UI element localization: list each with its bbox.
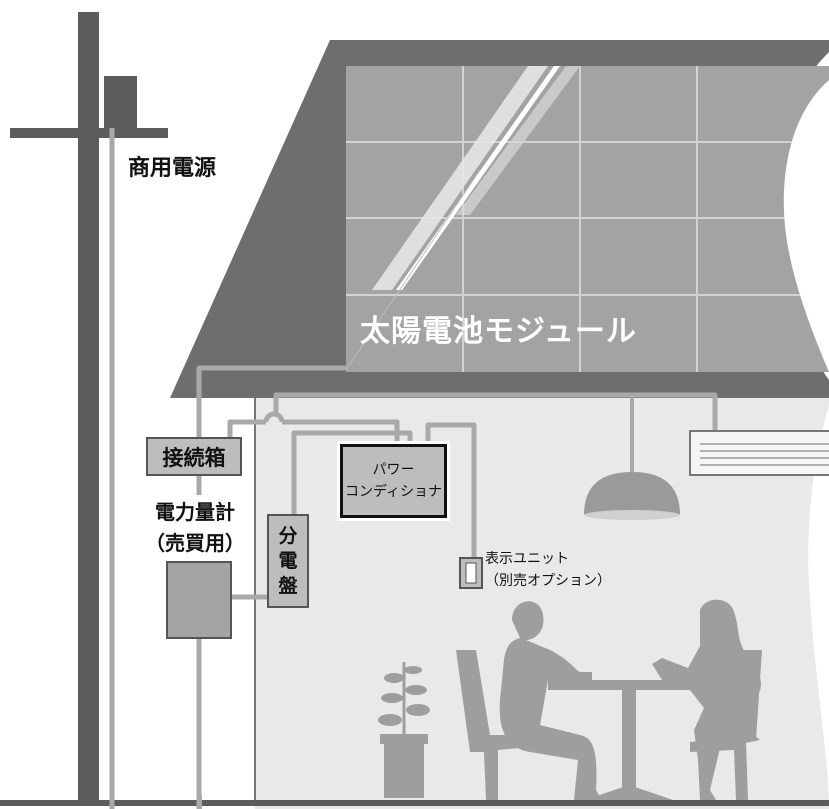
potted-plant-icon bbox=[378, 662, 430, 798]
junction-box: 接続箱 bbox=[146, 437, 242, 476]
display-unit-label: 表示ユニット （別売オプション） bbox=[485, 548, 611, 592]
power-conditioner: パワー コンディショナ bbox=[337, 441, 450, 521]
utility-pole bbox=[10, 12, 168, 802]
distribution-panel: 分 電 盤 bbox=[267, 514, 309, 608]
power-meter-label-line2: （売買用） bbox=[145, 531, 245, 555]
junction-box-label: 接続箱 bbox=[162, 445, 226, 470]
display-unit-label-line2: （別売オプション） bbox=[485, 573, 611, 589]
power-conditioner-label-line2: コンディショナ bbox=[344, 484, 443, 500]
distribution-panel-char-1: 分 bbox=[278, 524, 298, 547]
utility-power-label: 商用電源 bbox=[128, 156, 217, 181]
solar-module bbox=[346, 66, 829, 372]
display-unit bbox=[459, 557, 483, 589]
power-meter-label-line1: 電力量計 bbox=[155, 500, 235, 524]
ceiling-lamp bbox=[584, 395, 680, 520]
ground-line bbox=[0, 800, 829, 806]
dining-scene-silhouettes bbox=[378, 599, 762, 800]
distribution-panel-char-3: 盤 bbox=[278, 574, 298, 597]
power-meter-label: 電力量計 （売買用） bbox=[143, 497, 247, 559]
air-conditioner bbox=[689, 430, 829, 476]
solar-module-label: 太陽電池モジュール bbox=[360, 314, 637, 349]
power-meter bbox=[166, 561, 232, 639]
power-conditioner-label-line1: パワー bbox=[372, 462, 415, 478]
distribution-panel-char-2: 電 bbox=[278, 549, 298, 572]
display-unit-label-line1: 表示ユニット bbox=[485, 551, 569, 567]
wiring bbox=[109, 128, 718, 809]
